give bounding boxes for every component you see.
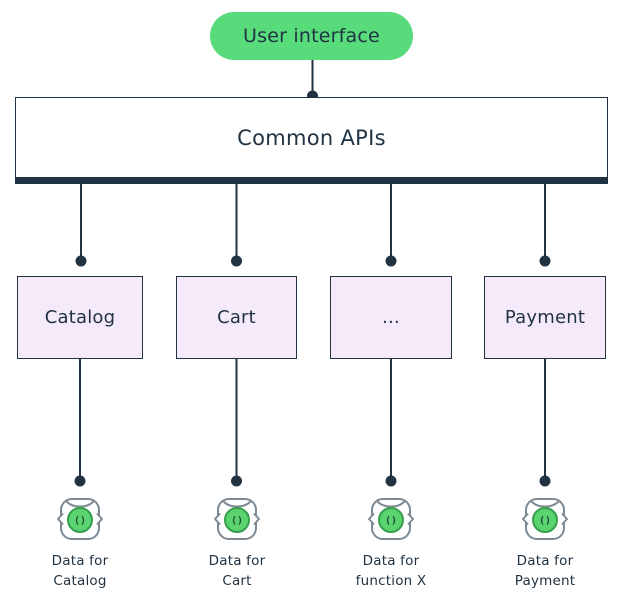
- connector-dot: [385, 475, 397, 487]
- common-apis-label: Common APIs: [237, 125, 386, 150]
- svg-text:(): (): [539, 516, 551, 527]
- connector-dot: [231, 255, 242, 267]
- json-data-icon: (): [368, 498, 414, 540]
- common-apis-node: Common APIs: [15, 97, 608, 184]
- connector-dot: [385, 255, 397, 267]
- data-label-line2: function X: [355, 573, 427, 589]
- json-data-icon: (): [57, 498, 103, 540]
- json-data-icon: (): [522, 498, 568, 540]
- connector-dot: [231, 475, 242, 487]
- svg-text:(): (): [74, 516, 86, 527]
- data-label-line1: Data for: [516, 553, 574, 569]
- data-label-function-x: Data for function X: [316, 551, 466, 591]
- connector-dot: [539, 475, 551, 487]
- module-node-cart: Cart: [176, 276, 297, 359]
- data-label-line1: Data for: [362, 553, 420, 569]
- svg-text:(): (): [231, 516, 243, 527]
- user-interface-label: User interface: [243, 25, 380, 47]
- module-label: Payment: [504, 307, 586, 328]
- json-data-icon: (): [214, 498, 260, 540]
- connector-dot: [75, 255, 87, 267]
- module-label: Catalog: [44, 307, 116, 328]
- module-node-catalog: Catalog: [17, 276, 143, 359]
- module-node-ellipsis: ...: [330, 276, 452, 359]
- module-label: ...: [382, 307, 400, 328]
- data-label-line2: Catalog: [53, 573, 107, 589]
- data-label-line1: Data for: [208, 553, 266, 569]
- data-label-line2: Cart: [222, 573, 252, 589]
- module-label: Cart: [217, 307, 256, 328]
- data-label-payment: Data for Payment: [470, 551, 620, 591]
- user-interface-node: User interface: [210, 12, 413, 60]
- data-label-catalog: Data for Catalog: [5, 551, 155, 591]
- data-label-line2: Payment: [514, 573, 576, 589]
- svg-text:(): (): [385, 516, 397, 527]
- data-label-cart: Data for Cart: [162, 551, 312, 591]
- connector-dot: [539, 255, 551, 267]
- connector-dot: [74, 475, 86, 487]
- module-node-payment: Payment: [484, 276, 606, 359]
- data-label-line1: Data for: [51, 553, 109, 569]
